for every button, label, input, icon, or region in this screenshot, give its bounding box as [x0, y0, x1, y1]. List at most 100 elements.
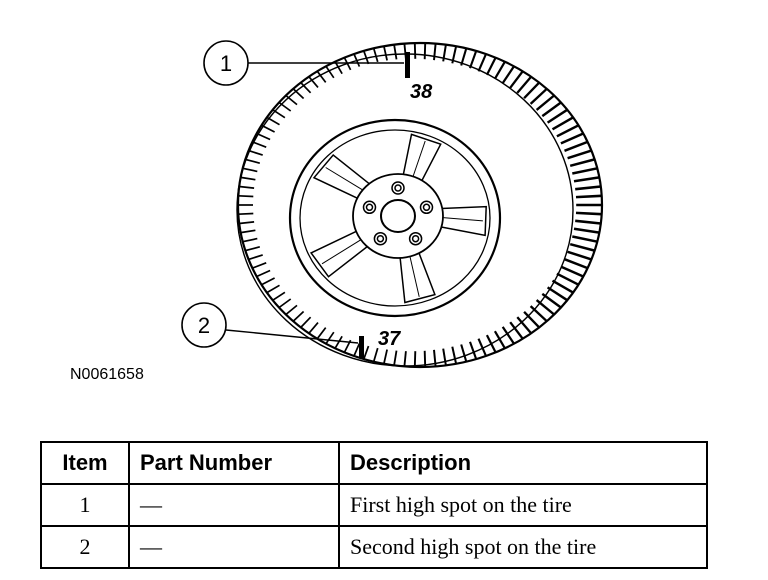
tread-lug	[292, 310, 305, 322]
tread-lug	[541, 101, 562, 118]
tire-tread	[238, 43, 602, 367]
tread-lug	[278, 101, 292, 112]
header-part-number: Part Number	[128, 441, 340, 485]
tread-lug	[423, 350, 427, 367]
tread-lug	[334, 335, 343, 349]
tread-lug	[535, 94, 555, 111]
tread-lug	[240, 176, 256, 181]
tread-lug	[316, 70, 327, 83]
tread-lug	[556, 272, 580, 286]
tread-lug	[308, 76, 319, 88]
row-part-number: —	[128, 525, 340, 569]
tread-lug	[493, 61, 506, 80]
tread-lug	[567, 149, 592, 160]
wheel-rim-inner	[299, 129, 491, 307]
tread-lug	[560, 132, 584, 145]
callout-2-circle	[181, 302, 227, 348]
tread-lug	[252, 262, 267, 269]
callout-2-leader	[225, 329, 359, 344]
tread-lug	[551, 116, 574, 131]
tread-lug	[343, 57, 352, 71]
table-row: 2 — Second high spot on the tire	[40, 525, 708, 569]
lug-nut	[411, 234, 420, 243]
tread-lug	[477, 53, 487, 72]
tread-lug	[316, 327, 327, 340]
tread-lug	[477, 338, 487, 357]
tread-lug	[372, 48, 379, 63]
tread-lug	[308, 322, 319, 334]
tire-diagram: 1 38 2 37	[181, 40, 604, 369]
tread-lug	[485, 57, 497, 76]
tread-lug	[546, 108, 568, 124]
tread-lug	[509, 321, 524, 340]
tread-lug	[541, 292, 562, 309]
tread-lug	[248, 149, 263, 156]
table-header-row: Item Part Number Description	[40, 441, 708, 485]
tread-lug	[372, 347, 379, 362]
tread-lug	[575, 194, 602, 199]
tire-mark-2: 37	[378, 328, 401, 350]
tread-lug	[529, 305, 548, 323]
tread-lug	[546, 286, 568, 302]
high-spot-mark-1	[405, 52, 410, 78]
tread-lug	[242, 237, 258, 243]
tread-lug	[485, 334, 497, 353]
tread-lug	[523, 310, 541, 329]
tread-lug	[501, 326, 515, 345]
tread-lug	[245, 158, 261, 165]
row-part-number: —	[128, 483, 340, 527]
tread-lug	[442, 348, 447, 366]
tread-lug	[564, 140, 589, 152]
tread-lug	[393, 44, 398, 60]
tread-lug	[240, 229, 256, 234]
tread-lug	[256, 132, 271, 141]
tread-lug	[516, 75, 532, 94]
wheel-spoke-ridge	[411, 140, 426, 179]
tread-lug	[285, 304, 298, 316]
wheel-spoke-ridge	[321, 237, 364, 265]
figure-id-label: N0061658	[70, 366, 144, 383]
tread-lug	[393, 350, 398, 366]
high-spot-mark-2	[359, 336, 364, 358]
callout-2-number: 2	[198, 313, 210, 338]
tread-lug	[362, 50, 370, 65]
tread-lug	[572, 235, 598, 243]
header-description: Description	[338, 441, 708, 485]
tread-lug	[573, 176, 600, 183]
tread-lug	[278, 298, 292, 309]
tread-lug	[261, 124, 275, 133]
tread-lug	[238, 212, 254, 216]
lug-nut	[365, 203, 374, 212]
tread-lug	[493, 330, 506, 349]
wheel-lug-nuts	[362, 181, 434, 246]
tread-lug	[469, 50, 478, 69]
wheel-spoke-ridge	[439, 216, 483, 222]
tread-lug	[573, 227, 600, 234]
tread-lug	[509, 70, 524, 89]
row-item: 1	[40, 483, 130, 527]
tire-mark-1: 38	[410, 81, 433, 103]
tread-lug	[272, 109, 286, 119]
tread-lug	[383, 349, 388, 364]
tread-lug	[516, 316, 532, 335]
tread-lug	[433, 349, 437, 367]
tread-lug	[300, 82, 312, 94]
tread-lug	[239, 221, 255, 225]
tread-lug	[413, 43, 417, 59]
tread-lug	[469, 341, 478, 360]
tread-lug	[403, 351, 407, 367]
lug-nut	[376, 234, 385, 243]
tread-lug	[451, 346, 458, 365]
tread-lug	[252, 141, 267, 148]
table-row: 1 — First high spot on the tire	[40, 483, 708, 527]
parts-table: Item Part Number Description 1 — First h…	[40, 441, 708, 569]
tread-lug	[433, 43, 437, 61]
tread-lug	[292, 88, 305, 100]
tread-lug	[460, 344, 468, 362]
callout-1-number: 1	[220, 51, 232, 76]
tread-lug	[362, 345, 370, 360]
tread-lug	[501, 65, 515, 84]
tread-lug	[285, 94, 298, 106]
row-description: Second high spot on the tire	[338, 525, 708, 569]
tread-lug	[551, 279, 574, 294]
